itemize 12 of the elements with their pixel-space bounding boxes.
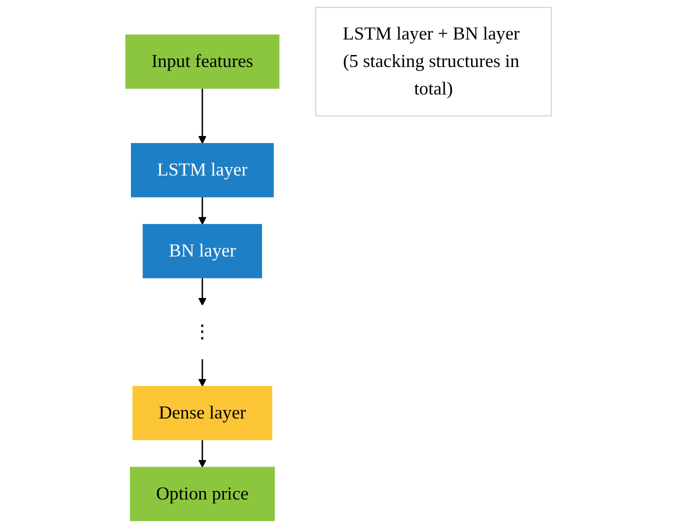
arrow bbox=[198, 358, 206, 387]
node-box bbox=[130, 143, 274, 198]
node-text: ⋮ bbox=[193, 322, 212, 342]
node-box bbox=[125, 34, 280, 89]
node-box bbox=[130, 466, 275, 522]
node-box bbox=[315, 6, 552, 116]
arrow bbox=[198, 196, 206, 225]
arrow bbox=[198, 88, 206, 144]
arrow bbox=[198, 278, 206, 306]
arrow bbox=[198, 440, 206, 468]
node-box bbox=[132, 386, 272, 440]
node-box bbox=[142, 224, 262, 278]
